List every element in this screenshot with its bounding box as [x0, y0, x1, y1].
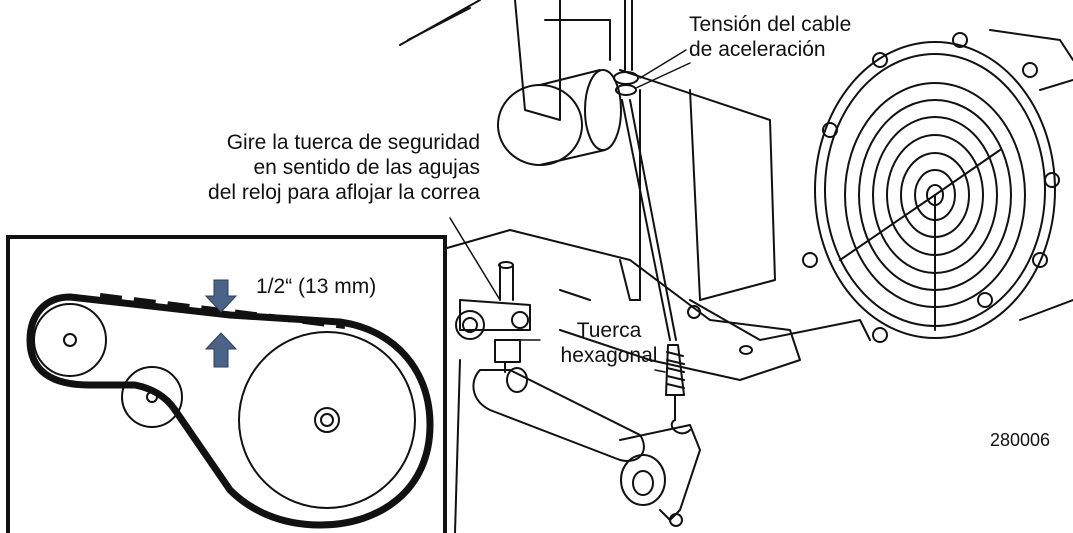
motor-cylinder: [497, 69, 622, 166]
hex-nut-line1: Tuerca: [576, 319, 642, 342]
driven-pulley: [238, 331, 416, 509]
idler-arm-assembly: [455, 261, 701, 527]
hex-nut-line2: hexagonal: [560, 344, 658, 367]
arrow-down-icon: [204, 279, 238, 313]
belt: [26, 293, 434, 529]
throttle-cable: [613, 0, 691, 435]
throttle-label-line2: de aceleración: [689, 38, 826, 61]
idler-pulley: [121, 366, 183, 428]
lock-nut-line2: en sentido de las agujas: [253, 156, 481, 179]
belt-deflection-label: 1/2“ (13 mm): [256, 275, 377, 298]
belt-inset: [6, 235, 447, 533]
lock-nut-line1: Gire la tuerca de seguridad: [226, 131, 480, 154]
lock-nut-instruction-label: Gire la tuerca de seguridad en sentido d…: [110, 130, 480, 205]
drive-pulley: [33, 303, 107, 377]
arrow-up-icon: [204, 332, 238, 368]
leader-lines: [449, 49, 691, 373]
figure-part-number: 280006: [990, 430, 1051, 450]
machine-frame: [399, 0, 871, 533]
lock-nut-line3: del reloj para aflojar la correa: [208, 181, 480, 204]
fan-guard: [802, 29, 1073, 343]
hex-nut-label: Tuerca hexagonal: [544, 318, 674, 368]
throttle-label-line1: Tensión del cable: [689, 13, 852, 36]
throttle-cable-tension-label: Tensión del cable de aceleración: [689, 12, 851, 62]
